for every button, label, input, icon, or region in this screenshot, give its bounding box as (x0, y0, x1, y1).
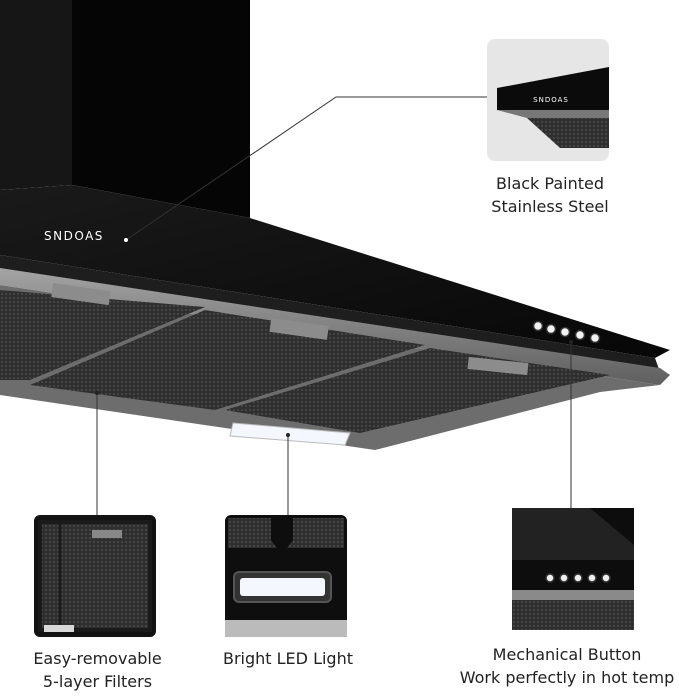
brand-logo: SNDOAS (44, 229, 104, 243)
caption-material: Black Painted Stainless Steel (470, 172, 630, 218)
underside (0, 283, 660, 450)
filter-thumbnail (34, 515, 156, 637)
hood-canopy (0, 185, 670, 385)
control-buttons (532, 320, 601, 344)
caption-line: Work perfectly in hot temp (459, 668, 675, 687)
caption-light: Bright LED Light (208, 647, 368, 670)
caption-line: Mechanical Button (492, 645, 642, 664)
caption-buttons: Mechanical Button Work perfectly in hot … (455, 643, 679, 689)
led-light-thumbnail (225, 515, 347, 637)
hood-detail-thumbnail: SNDOAS (487, 39, 609, 161)
callout-lines (96, 96, 572, 518)
caption-line: Bright LED Light (222, 649, 353, 668)
caption-line: Black Painted (496, 174, 604, 193)
button-panel-thumbnail (512, 508, 634, 630)
chimney (0, 0, 250, 218)
filter-panel-left (0, 290, 205, 380)
callout-line-material (125, 96, 487, 241)
caption-filters: Easy-removable 5-layer Filters (15, 647, 180, 693)
led-light (229, 422, 351, 446)
caption-line: Stainless Steel (491, 197, 609, 216)
svg-text:SNDOAS: SNDOAS (533, 96, 569, 104)
caption-line: 5-layer Filters (42, 672, 153, 691)
caption-line: Easy-removable (33, 649, 162, 668)
